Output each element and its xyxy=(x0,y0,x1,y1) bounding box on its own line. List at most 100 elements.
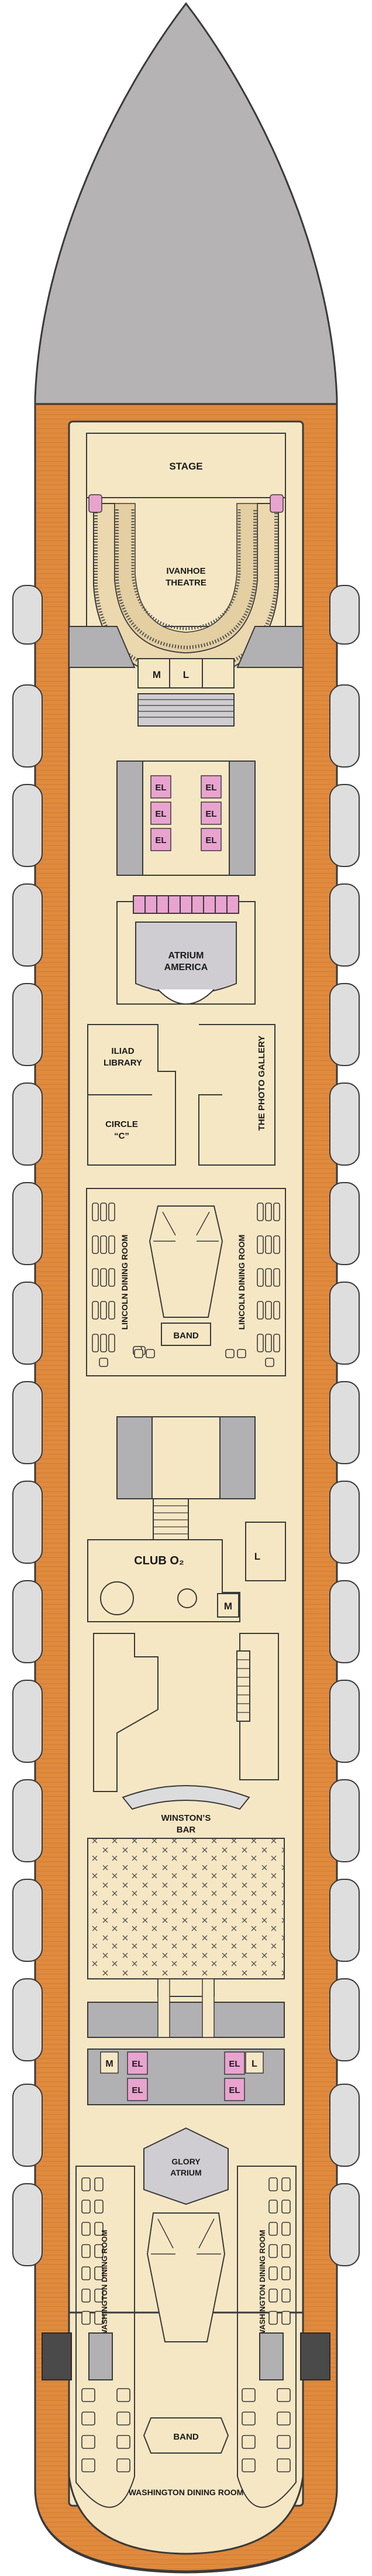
restroom-ladies-aft: L xyxy=(252,2059,257,2069)
lifeboat xyxy=(329,1879,360,1962)
lifeboat xyxy=(329,1083,360,1166)
dining-table xyxy=(94,2200,104,2214)
dining-table xyxy=(81,2311,91,2325)
library-label-1: ILIAD xyxy=(111,1046,134,1056)
dining-table xyxy=(100,1268,107,1287)
dining-table xyxy=(265,1268,272,1287)
dining-table xyxy=(257,1301,264,1320)
lifeboat xyxy=(12,684,43,768)
dining-table xyxy=(281,2289,291,2303)
dining-table xyxy=(94,2222,104,2236)
svg-text:EL: EL xyxy=(132,2059,143,2069)
dining-table xyxy=(277,2435,291,2449)
dining-table xyxy=(116,2388,130,2402)
dining-table xyxy=(99,1358,108,1367)
washington-dining-room: WASHINGTON DINING ROOM WASHINGTON DINING… xyxy=(42,2166,330,2508)
lifeboat xyxy=(329,1580,360,1663)
washington-left-label: WASHINGTON DINING ROOM xyxy=(100,2230,109,2337)
dining-table xyxy=(268,2289,278,2303)
lifeboat xyxy=(12,585,43,645)
lifeboat xyxy=(12,2084,43,2167)
washington-bottom-label: WASHINGTON DINING ROOM xyxy=(129,2488,244,2497)
lifeboat xyxy=(12,784,43,867)
dining-table xyxy=(81,2458,95,2472)
lifeboat xyxy=(12,1879,43,1962)
lifeboat xyxy=(329,684,360,768)
club-o2-label: CLUB O₂ xyxy=(134,1554,184,1567)
dining-table xyxy=(265,1334,272,1352)
dining-table xyxy=(265,1203,272,1221)
dining-table xyxy=(92,1334,99,1352)
lifeboat xyxy=(12,883,43,967)
library-label-2: LIBRARY xyxy=(104,1058,142,1068)
dining-table xyxy=(94,2311,104,2325)
dining-table xyxy=(265,1301,272,1320)
lifeboat xyxy=(12,1381,43,1464)
dining-table xyxy=(273,1235,280,1254)
restroom-ladies-fwd: L xyxy=(183,669,189,680)
elevator: EL xyxy=(224,2078,245,2101)
lifeboat xyxy=(12,1282,43,1365)
dining-table xyxy=(237,1349,246,1358)
circle-c-label-1: CIRCLE xyxy=(105,1119,138,1129)
dining-table xyxy=(94,2266,104,2280)
dining-table xyxy=(108,1301,115,1320)
lifeboat xyxy=(329,983,360,1066)
dining-table xyxy=(257,1334,264,1352)
dining-table xyxy=(92,1268,99,1287)
dining-table xyxy=(81,2289,91,2303)
stage-label: STAGE xyxy=(169,461,202,472)
dining-table xyxy=(100,1301,107,1320)
elevator: EL xyxy=(127,2078,148,2101)
svg-text:EL: EL xyxy=(229,2085,240,2095)
dining-table xyxy=(277,2458,291,2472)
elevator: EL xyxy=(201,775,222,799)
dining-table xyxy=(257,1268,264,1287)
lifeboat xyxy=(329,784,360,867)
lifeboat xyxy=(329,1381,360,1464)
dining-table xyxy=(81,2222,91,2236)
elevator: EL xyxy=(150,828,171,851)
elevator: EL xyxy=(201,828,222,851)
dining-table xyxy=(92,1301,99,1320)
dining-table xyxy=(268,2200,278,2214)
band-label-upper: BAND xyxy=(173,1331,198,1341)
club-o2: CLUB O₂ M L xyxy=(87,1522,286,1622)
winstons-bar: WINSTON’S BAR xyxy=(87,1633,285,1997)
dining-table xyxy=(281,2200,291,2214)
lifeboat xyxy=(12,1978,43,2061)
dining-table xyxy=(265,1358,274,1367)
dining-table xyxy=(281,2222,291,2236)
dining-table xyxy=(81,2200,91,2214)
dining-table xyxy=(265,1235,272,1254)
dining-table xyxy=(116,2435,130,2449)
lifeboat xyxy=(329,1481,360,1564)
winstons-label-1: WINSTON’S xyxy=(161,1813,211,1823)
glory-atrium: GLORY ATRIUM xyxy=(143,2127,229,2205)
lifeboat xyxy=(12,983,43,1066)
dining-table xyxy=(108,1203,115,1221)
ivanhoe-theatre: STAGE IVANHOE THEATRE xyxy=(68,433,304,680)
restroom-men-mid: M xyxy=(224,1601,232,1612)
atrium-america-label-1: ATRIUM xyxy=(168,951,204,961)
dining-table xyxy=(281,2311,291,2325)
dining-table xyxy=(100,1203,107,1221)
dining-table xyxy=(268,2266,278,2280)
dining-table xyxy=(81,2435,95,2449)
dining-table xyxy=(94,2244,104,2258)
dining-table xyxy=(81,2266,91,2280)
restroom-men-aft: M xyxy=(105,2059,113,2069)
lifeboats-left xyxy=(12,585,43,2266)
lifeboat xyxy=(12,1481,43,1564)
svg-text:EL: EL xyxy=(205,809,216,819)
dining-table xyxy=(81,2388,95,2402)
dining-table xyxy=(92,1235,99,1254)
lifeboat xyxy=(12,1083,43,1166)
elevator: EL xyxy=(150,775,171,799)
dining-table xyxy=(273,1203,280,1221)
circle-c-label-2: “C” xyxy=(114,1131,129,1141)
svg-text:EL: EL xyxy=(205,783,216,793)
dining-table xyxy=(81,2177,91,2191)
dining-table xyxy=(257,1203,264,1221)
